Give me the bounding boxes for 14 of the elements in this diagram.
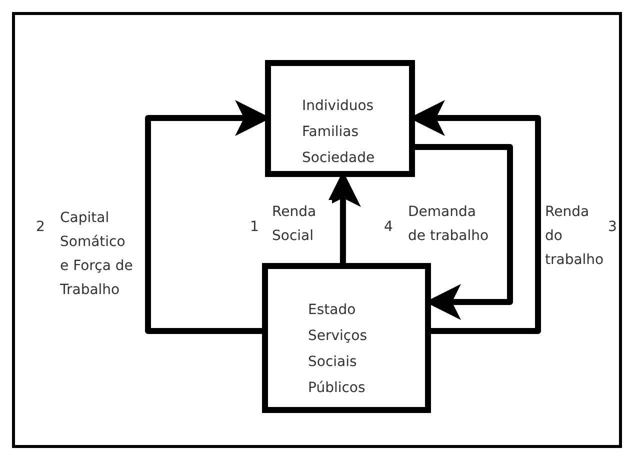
callout-number: 3 [608, 218, 617, 237]
box-text: Sociais [308, 353, 357, 372]
process-box [265, 60, 415, 177]
callout-number: 2 [36, 218, 45, 237]
process-box [262, 263, 431, 413]
box-text: Serviços [308, 327, 367, 346]
box-text: Familias [302, 123, 359, 142]
box-text: Estado [308, 301, 356, 320]
box-text: Sociedade [302, 149, 375, 168]
box-text: Individuos [302, 97, 374, 116]
arrow [415, 144, 513, 320]
box-text: Públicos [308, 379, 366, 398]
callout-number: 1 [250, 218, 259, 237]
callout-number: 4 [384, 218, 393, 237]
